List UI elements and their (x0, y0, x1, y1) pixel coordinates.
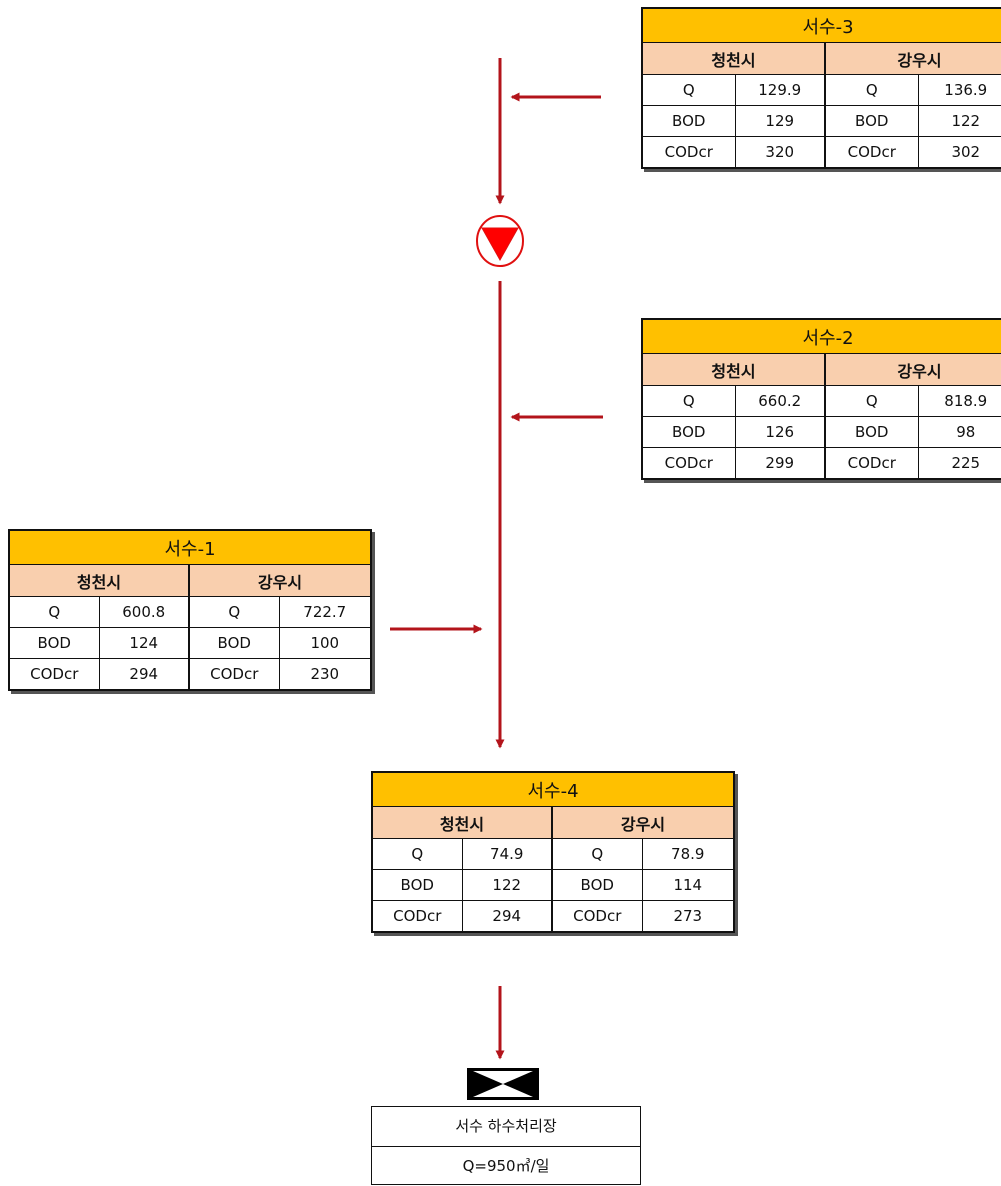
row-label: BOD (371, 869, 463, 901)
row-label: BOD (551, 869, 643, 901)
row-label: BOD (824, 416, 919, 448)
plant-capacity: Q=950㎥/일 (372, 1146, 640, 1186)
row-label: CODcr (551, 900, 643, 933)
row-label: CODcr (824, 447, 919, 480)
row-label: CODcr (824, 136, 919, 169)
row-label: BOD (188, 627, 280, 659)
row-value: 230 (278, 658, 372, 691)
header-dry-weather: 청천시 (641, 42, 826, 75)
header-dry-weather: 청천시 (371, 806, 553, 839)
row-value: 78.9 (641, 838, 735, 870)
row-value: 136.9 (917, 74, 1001, 106)
row-value: 126 (734, 416, 826, 448)
row-value: 302 (917, 136, 1001, 169)
table-seosu-1: 서수-1 청천시 강우시 Q 600.8 Q 722.7 BOD 124 BOD… (8, 529, 373, 691)
plant-name: 서수 하수처리장 (455, 1117, 557, 1135)
row-label: CODcr (188, 658, 280, 691)
row-value: 100 (278, 627, 372, 659)
row-label: CODcr (371, 900, 463, 933)
row-value: 114 (641, 869, 735, 901)
row-value: 320 (734, 136, 826, 169)
row-label: CODcr (641, 136, 736, 169)
row-value: 294 (98, 658, 190, 691)
row-value: 225 (917, 447, 1001, 480)
table-title: 서수-2 (641, 318, 1001, 354)
row-value: 273 (641, 900, 735, 933)
table-title: 서수-3 (641, 7, 1001, 43)
row-label: BOD (641, 105, 736, 137)
row-value: 129 (734, 105, 826, 137)
header-dry-weather: 청천시 (641, 353, 826, 386)
row-label: CODcr (641, 447, 736, 480)
row-label: BOD (824, 105, 919, 137)
row-value: 299 (734, 447, 826, 480)
row-label: BOD (8, 627, 100, 659)
row-label: Q (641, 385, 736, 417)
row-value: 660.2 (734, 385, 826, 417)
treatment-plant-box: 서수 하수처리장 Q=950㎥/일 (371, 1106, 641, 1185)
header-dry-weather: 청천시 (8, 564, 190, 597)
row-label: Q (824, 385, 919, 417)
row-value: 98 (917, 416, 1001, 448)
pump-triangle-icon (476, 215, 524, 267)
row-value: 294 (461, 900, 553, 933)
row-value: 122 (917, 105, 1001, 137)
row-label: CODcr (8, 658, 100, 691)
row-label: Q (371, 838, 463, 870)
header-wet-weather: 강우시 (823, 42, 1001, 75)
row-value: 600.8 (98, 596, 190, 628)
row-label: Q (641, 74, 736, 106)
row-label: Q (8, 596, 100, 628)
row-value: 74.9 (461, 838, 553, 870)
table-title: 서수-1 (8, 529, 372, 565)
row-label: BOD (641, 416, 736, 448)
table-seosu-2: 서수-2 청천시 강우시 Q 660.2 Q 818.9 BOD 126 BOD… (641, 318, 1001, 480)
row-value: 818.9 (917, 385, 1001, 417)
table-seosu-3: 서수-3 청천시 강우시 Q 129.9 Q 136.9 BOD 129 BOD… (641, 7, 1001, 169)
row-value: 129.9 (734, 74, 826, 106)
row-label: Q (824, 74, 919, 106)
bowtie-valve-icon (467, 1068, 539, 1100)
header-wet-weather: 강우시 (823, 353, 1001, 386)
row-label: Q (188, 596, 280, 628)
row-value: 124 (98, 627, 190, 659)
table-title: 서수-4 (371, 771, 735, 807)
header-wet-weather: 강우시 (187, 564, 372, 597)
row-value: 122 (461, 869, 553, 901)
table-seosu-4: 서수-4 청천시 강우시 Q 74.9 Q 78.9 BOD 122 BOD 1… (371, 771, 736, 933)
row-label: Q (551, 838, 643, 870)
header-wet-weather: 강우시 (550, 806, 735, 839)
row-value: 722.7 (278, 596, 372, 628)
